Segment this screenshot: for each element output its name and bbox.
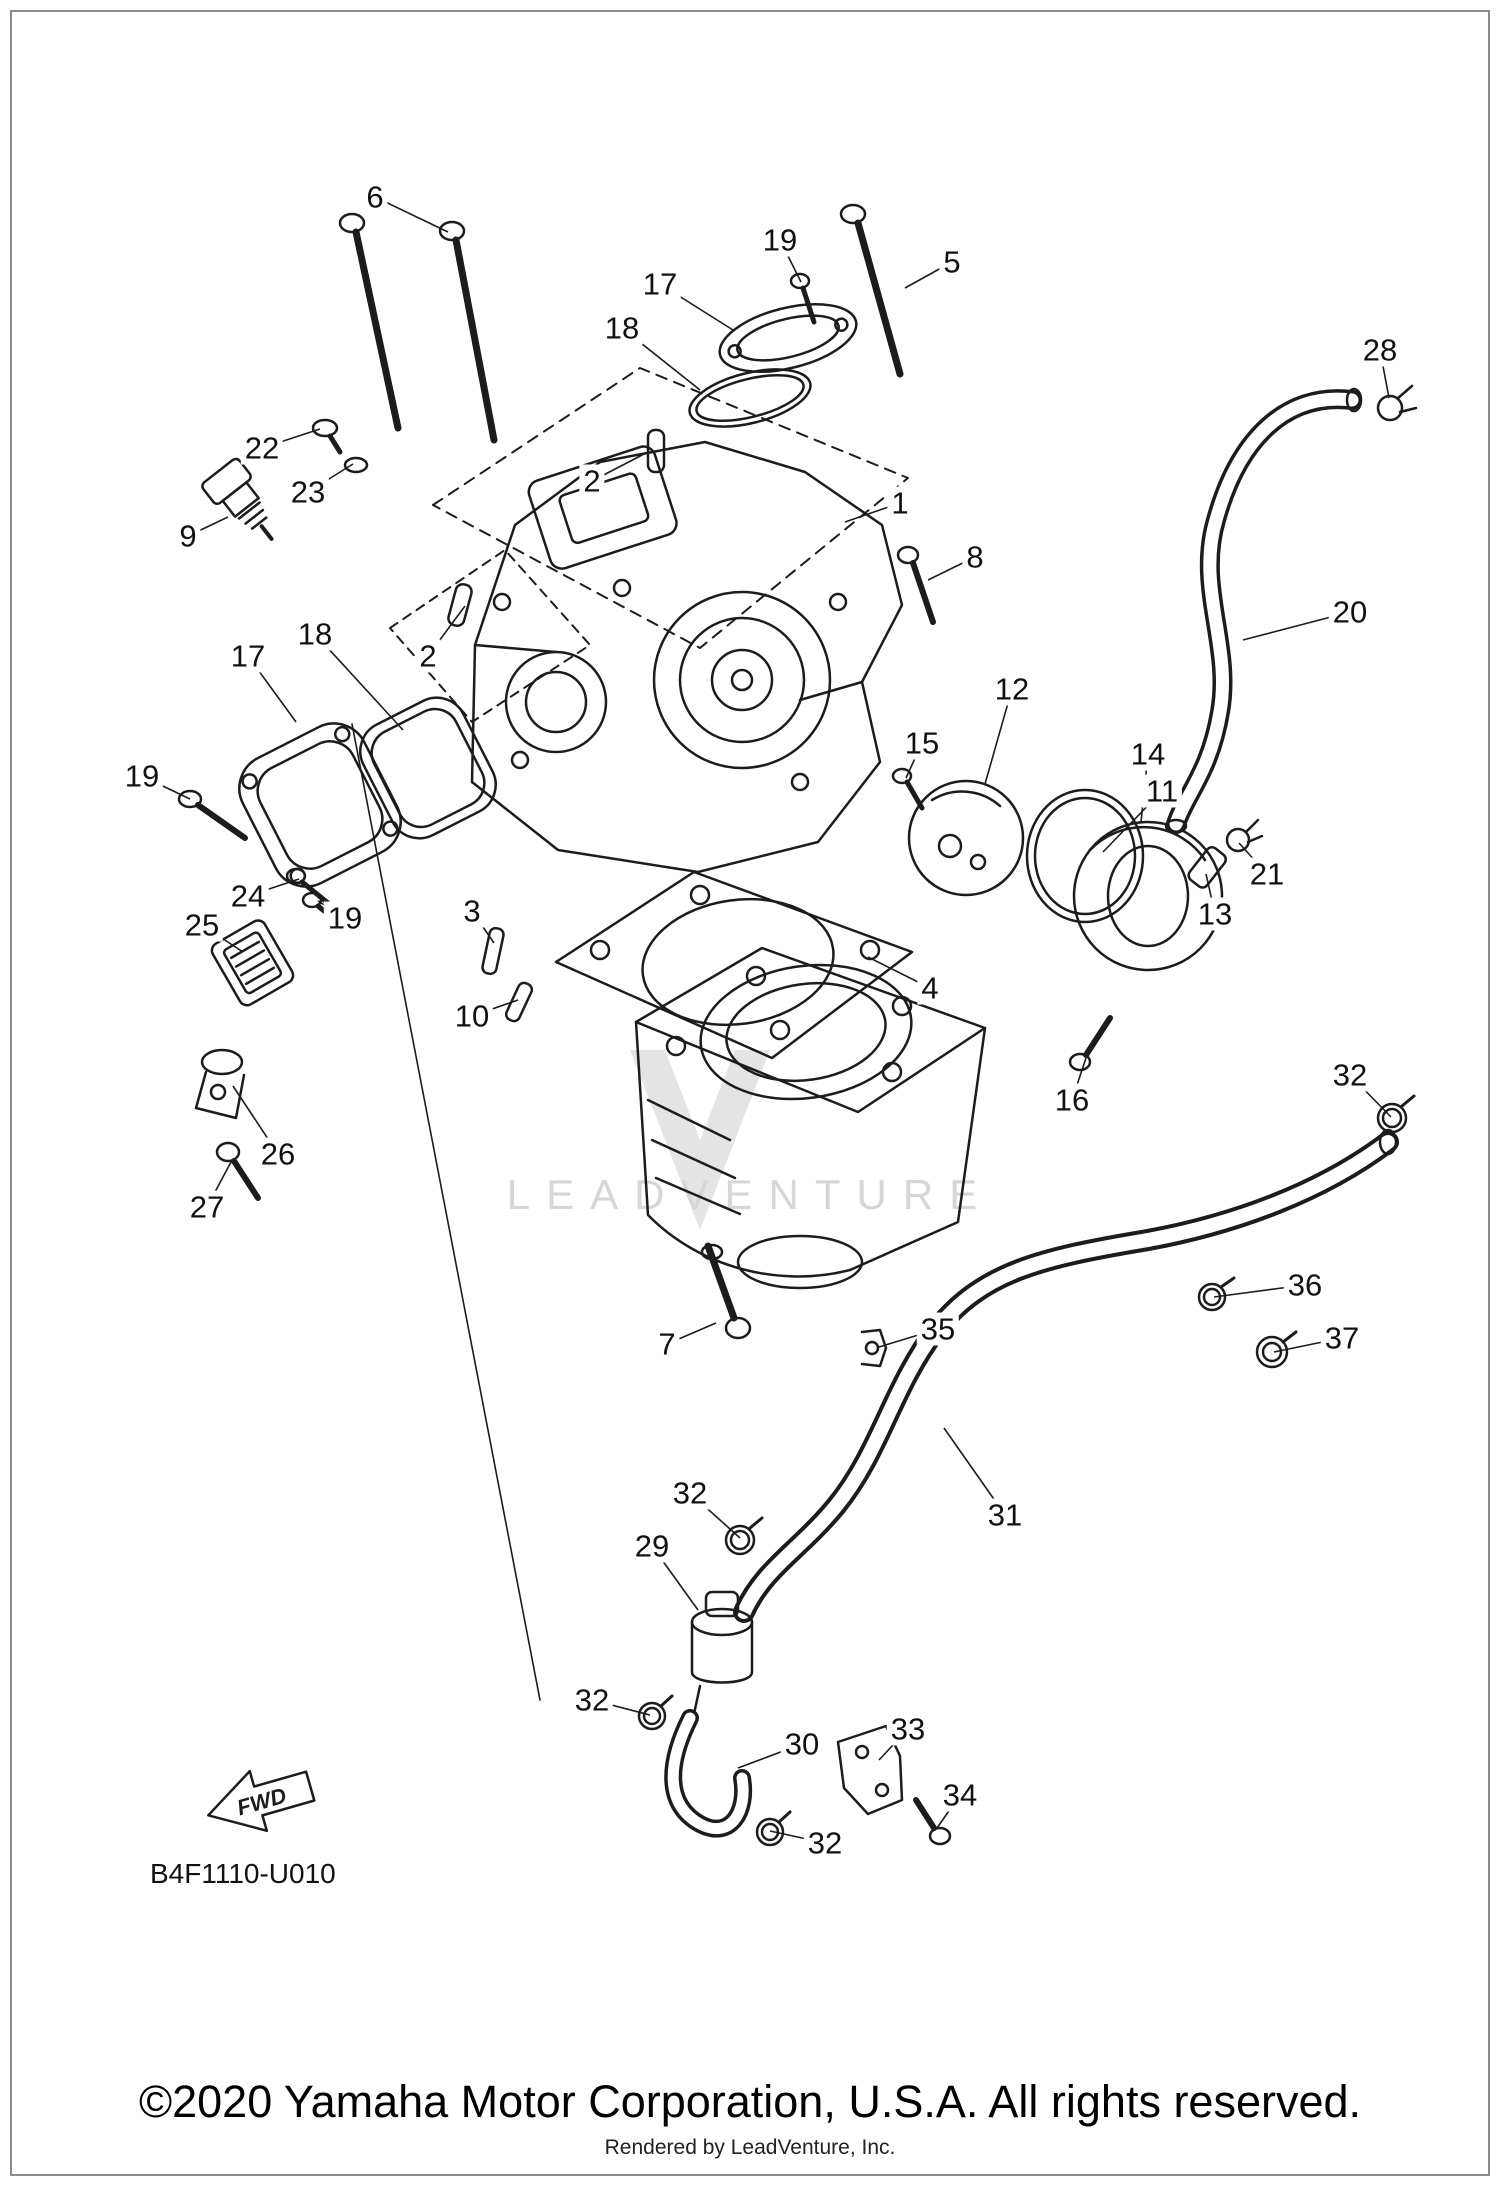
part-code: B4F1110-U010 [150, 1858, 336, 1889]
part-9-spark-plug [201, 457, 274, 541]
part-callout-36: 36 [1283, 1268, 1327, 1302]
part-29-valve [690, 1590, 754, 1716]
part-callout-25: 25 [180, 908, 224, 942]
part-13-nipple [1187, 846, 1228, 889]
part-25-plate [210, 919, 295, 1007]
part-callout-26: 26 [256, 1137, 300, 1171]
part-callout-19: 19 [758, 223, 802, 257]
part-14-breather-cover [1072, 820, 1224, 972]
part-15-bolt [891, 767, 925, 811]
part-27-bolt [215, 1141, 261, 1201]
part-callout-30: 30 [780, 1727, 824, 1761]
part-33-bracket [836, 1724, 904, 1816]
part-32-clamp-c [637, 1694, 674, 1731]
part-callout-8: 8 [962, 540, 988, 574]
part-36-clamp [1197, 1276, 1236, 1312]
part-callout-28: 28 [1358, 333, 1402, 367]
part-callout-18: 18 [600, 311, 644, 345]
part-callout-27: 27 [185, 1190, 229, 1224]
part-34-bolt [913, 1797, 952, 1846]
part-28-clip [1376, 384, 1418, 422]
part-callout-24: 24 [226, 879, 270, 913]
copyright-text: ©2020 Yamaha Motor Corporation, U.S.A. A… [138, 2076, 1362, 2127]
part-callout-7: 7 [654, 1327, 680, 1361]
rendered-by-text: Rendered by LeadVenture, Inc. [604, 2136, 896, 2159]
part-callout-35: 35 [916, 1312, 960, 1346]
part-32-clamp-d [755, 1810, 792, 1847]
part-32-clamp-a [1376, 1094, 1416, 1134]
part-callout-34: 34 [938, 1778, 982, 1812]
part-callout-29: 29 [630, 1529, 674, 1563]
part-callout-13: 13 [1193, 897, 1237, 931]
part-callout-14: 14 [1126, 737, 1170, 771]
part-callout-32: 32 [668, 1476, 712, 1510]
part-callout-10: 10 [450, 999, 494, 1033]
part-30-hose [664, 1709, 753, 1838]
part-callout-2: 2 [415, 639, 441, 673]
part-32-clamp-b [724, 1516, 764, 1556]
part-callout-9: 9 [175, 519, 201, 553]
part-35-clip [860, 1328, 888, 1368]
part-callout-2: 2 [579, 464, 605, 498]
part-callout-19: 19 [120, 759, 164, 793]
part-callout-15: 15 [900, 726, 944, 760]
dashed-box-head [432, 367, 909, 649]
part-callout-37: 37 [1320, 1321, 1364, 1355]
part-callout-6: 6 [362, 180, 388, 214]
part-callout-4: 4 [917, 971, 943, 1005]
part-12-plate [907, 779, 1025, 897]
part-callout-32: 32 [570, 1683, 614, 1717]
part-17-cover-top [718, 303, 858, 373]
part-callout-11: 11 [1141, 774, 1183, 808]
part-21-clip [1225, 818, 1264, 853]
part-callout-32: 32 [803, 1826, 847, 1860]
part-10-stud [504, 981, 534, 1023]
part-callout-18: 18 [293, 617, 337, 651]
dashed-box-gasket [389, 549, 591, 723]
part-16-bolt [1068, 1015, 1113, 1072]
part-cylinder-head [470, 440, 904, 874]
part-callout-1: 1 [887, 486, 913, 520]
part-19-bolt-left [177, 789, 248, 841]
long-reference-line [351, 723, 541, 1701]
part-callout-12: 12 [990, 672, 1034, 706]
part-5-bolt [839, 203, 904, 378]
part-callout-17: 17 [226, 639, 270, 673]
part-8-bolt [896, 545, 936, 625]
part-callout-16: 16 [1050, 1083, 1094, 1117]
part-18-gasket-top [688, 368, 812, 428]
part-callout-21: 21 [1245, 857, 1289, 891]
part-callout-32: 32 [1328, 1058, 1372, 1092]
part-3-stud [481, 926, 505, 976]
part-22-bolt [311, 418, 343, 455]
part-20-hose [1164, 387, 1363, 834]
part-7-bolt [700, 1242, 752, 1340]
part-18-gasket-left [359, 696, 497, 840]
part-callout-17: 17 [638, 267, 682, 301]
part-37-clamp [1255, 1330, 1298, 1369]
part-callout-19: 19 [323, 901, 367, 935]
part-callout-5: 5 [939, 245, 965, 279]
part-4-head-gasket [554, 870, 914, 1060]
part-callout-33: 33 [886, 1712, 930, 1746]
part-23-washer [343, 456, 369, 474]
part-callout-22: 22 [240, 431, 284, 465]
watermark-text: LEADVENTURE [506, 1171, 994, 1218]
part-cylinder-block [634, 946, 987, 1290]
part-callout-3: 3 [459, 894, 485, 928]
part-6-bolts [338, 212, 498, 444]
part-11-oring [1025, 788, 1145, 924]
part-callout-20: 20 [1328, 595, 1372, 629]
part-callout-31: 31 [983, 1498, 1027, 1532]
part-callout-23: 23 [286, 475, 330, 509]
